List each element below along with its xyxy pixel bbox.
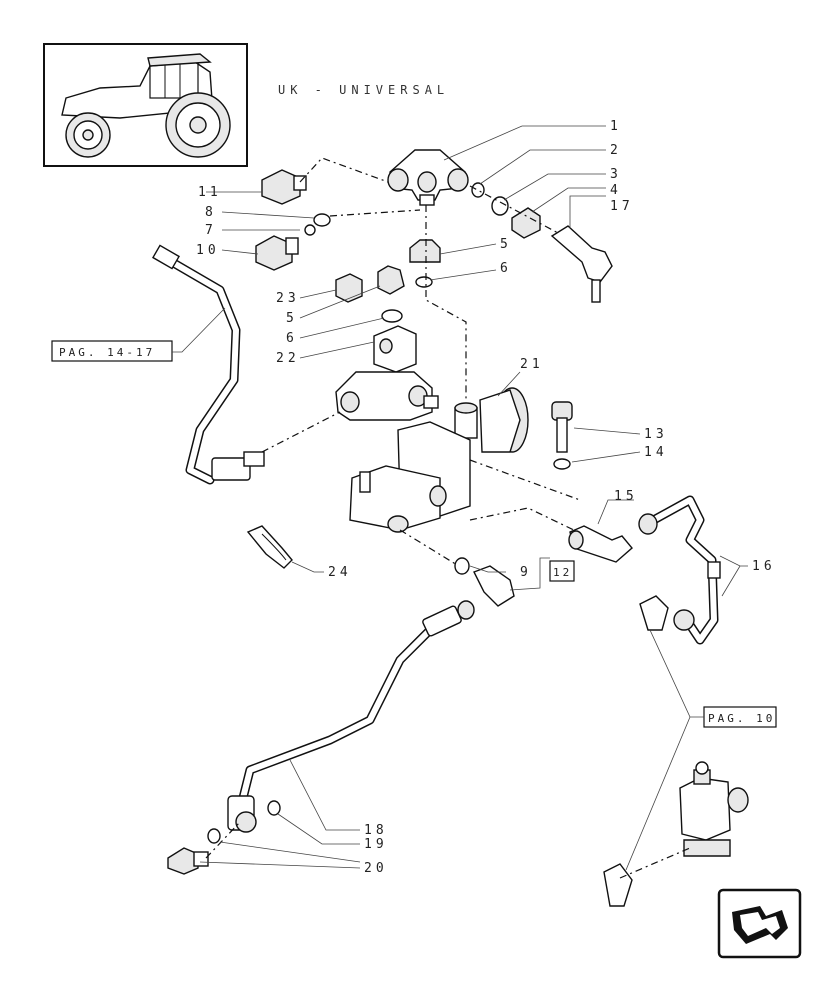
ref-12-box[interactable]: [549, 560, 575, 582]
plug-23: [335, 273, 363, 303]
callout-5-upper: 5: [500, 237, 512, 252]
callout-11: 11: [198, 185, 222, 200]
washer-6-upper: [415, 276, 433, 288]
washer-19: [267, 800, 281, 816]
callout-20: 20: [364, 861, 388, 876]
callout-7: 7: [205, 223, 217, 238]
callout-8: 8: [205, 205, 217, 220]
clip-24: [246, 525, 293, 569]
page-title: UK - UNIVERSAL: [278, 83, 449, 97]
elbow-fitting-top: [639, 595, 669, 631]
valve-body-22: [335, 325, 439, 421]
tractor-thumbnail: [43, 43, 248, 167]
callout-6-lower: 6: [286, 331, 298, 346]
washer-7: [304, 224, 316, 236]
washer-3: [491, 196, 509, 216]
pag-14-17-label[interactable]: PAG. 14-17: [59, 346, 155, 359]
elbow-fitting-bottom: [603, 863, 633, 907]
tractor-icon: [61, 53, 231, 158]
valve-21: [349, 387, 529, 533]
banjo-bolt-20: [167, 847, 209, 875]
washer-2: [471, 182, 485, 198]
callout-22: 22: [276, 351, 300, 366]
callout-9: 9: [520, 565, 532, 580]
next-page-button[interactable]: [717, 888, 802, 959]
callout-21: 21: [520, 357, 544, 372]
callout-6-upper: 6: [500, 261, 512, 276]
adapter-5-upper: [409, 239, 441, 263]
elbow-15: [568, 525, 633, 563]
washer-19b: [207, 828, 221, 844]
callout-13: 13: [644, 427, 668, 442]
callout-18: 18: [364, 823, 388, 838]
callout-17: 17: [610, 199, 634, 214]
bolt-13: [551, 401, 573, 453]
callout-4: 4: [610, 183, 622, 198]
leader-lines: [199, 125, 748, 869]
hose-18: [227, 600, 475, 833]
callout-19: 19: [364, 837, 388, 852]
adapter-4: [511, 207, 541, 239]
spring-8: [313, 213, 331, 227]
elbow-17: [550, 225, 613, 303]
callout-3: 3: [610, 167, 622, 182]
next-page-arrow-icon: [732, 906, 788, 944]
washer-6-lower: [381, 309, 403, 323]
hose-16: [638, 495, 721, 645]
callout-16: 16: [752, 559, 776, 574]
plug-11: [261, 169, 307, 205]
callout-14: 14: [644, 445, 668, 460]
callout-24: 24: [328, 565, 352, 580]
ref-12-label[interactable]: 12: [553, 566, 572, 579]
washer-14: [553, 458, 571, 470]
callout-1: 1: [610, 119, 622, 134]
callout-5-lower: 5: [286, 311, 298, 326]
callout-23: 23: [276, 291, 300, 306]
washer-9: [454, 557, 470, 575]
hose-pag-14-17: [152, 244, 265, 485]
elbow-9: [473, 565, 515, 607]
pag-14-17-box[interactable]: [51, 340, 173, 362]
callout-2: 2: [610, 143, 622, 158]
pag-10-label[interactable]: PAG. 10: [708, 712, 775, 725]
plug-10: [255, 235, 299, 271]
callout-10: 10: [196, 243, 220, 258]
callout-15: 15: [614, 489, 638, 504]
adapter-5-lower: [377, 265, 405, 295]
manifold-tee: [387, 149, 469, 206]
solenoid-valve: [679, 761, 749, 857]
